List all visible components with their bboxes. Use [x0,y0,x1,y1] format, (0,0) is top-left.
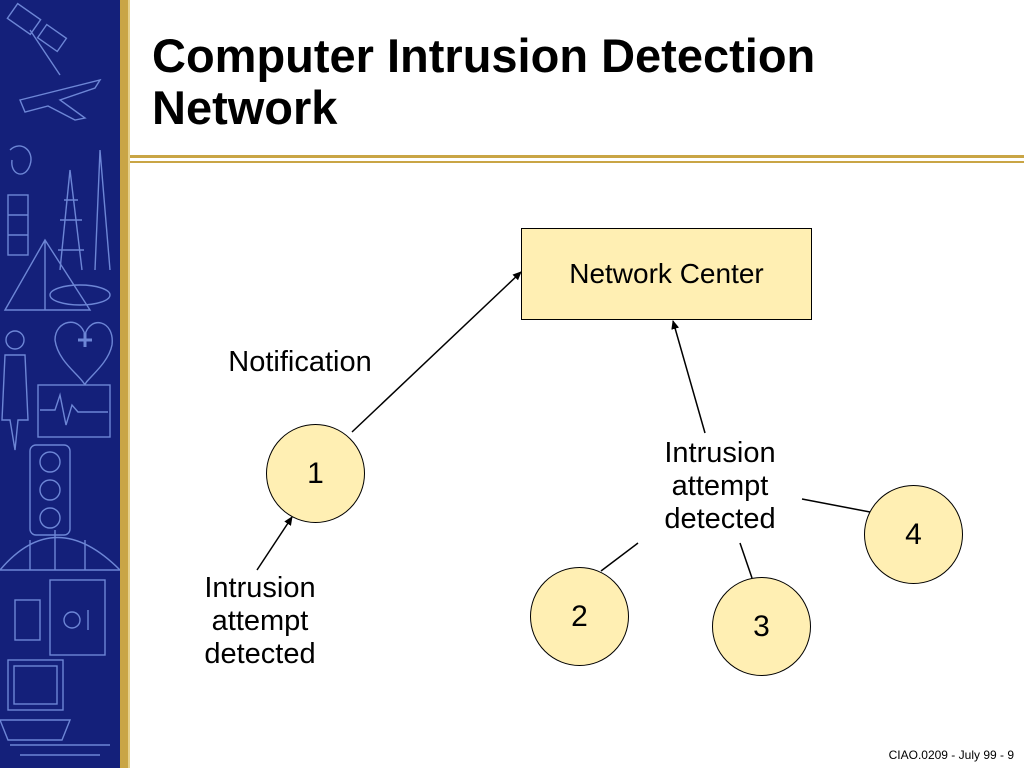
sidebar-gold-border-highlight [128,0,130,768]
notification-arrow [351,271,522,433]
notification-label: Notification [228,346,372,378]
node-2-connector [600,542,639,572]
node-2: 2 [530,567,629,666]
detection-to-node-1-arrow [256,516,293,571]
node-1: 1 [266,424,365,523]
right-detection-line: attempt [671,470,769,502]
right-detection-label: Intrusion attempt detected [640,437,800,536]
node-3: 3 [712,577,811,676]
title-underline-rule [130,155,1024,158]
left-detection-label: Intrusion attempt detected [180,572,340,671]
detection-to-center-arrow [671,320,706,434]
infrastructure-illustration-icon [0,2,120,756]
node-4-connector [801,498,871,513]
title-underline-rule [130,161,1024,163]
left-detection-line: attempt [211,605,309,637]
left-detection-line: Intrusion [204,572,316,604]
slide-title: Computer Intrusion Detection Network [152,29,816,134]
network-center-node: Network Center [521,228,812,320]
right-detection-line: detected [664,503,776,535]
node-3-connector [739,542,753,579]
node-4: 4 [864,485,963,584]
sidebar-gold-border [120,0,128,768]
slide-footer: CIAO.0209 - July 99 - 9 [888,748,1014,762]
decorative-sidebar [0,0,120,768]
left-detection-line: detected [204,638,316,670]
right-detection-line: Intrusion [664,437,776,469]
